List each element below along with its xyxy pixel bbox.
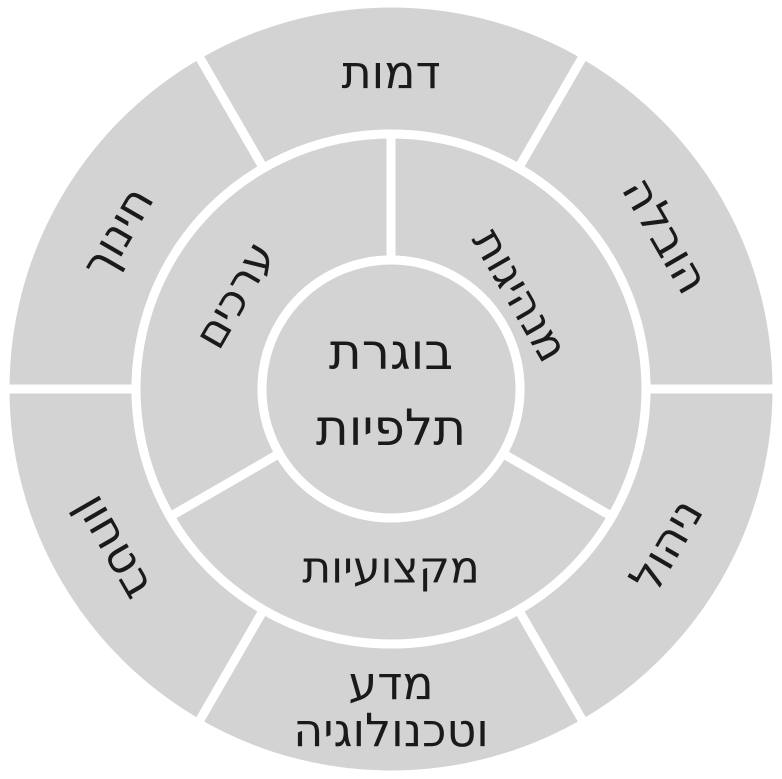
center-label-line2: תלפיות bbox=[316, 399, 466, 457]
center-labels: בוגרת תלפיות bbox=[316, 323, 466, 457]
outer-label-mada: מדע bbox=[348, 656, 433, 710]
inner-label-miktzoiut: מקצועיות bbox=[302, 543, 479, 594]
center-hub bbox=[257, 255, 525, 523]
outer-label-mada-line2: וטכנולוגיה bbox=[293, 703, 489, 757]
center-label-line1: בוגרת bbox=[329, 323, 453, 381]
outer-label-dmut: דמות bbox=[341, 45, 440, 99]
inner-ring bbox=[131, 129, 651, 649]
